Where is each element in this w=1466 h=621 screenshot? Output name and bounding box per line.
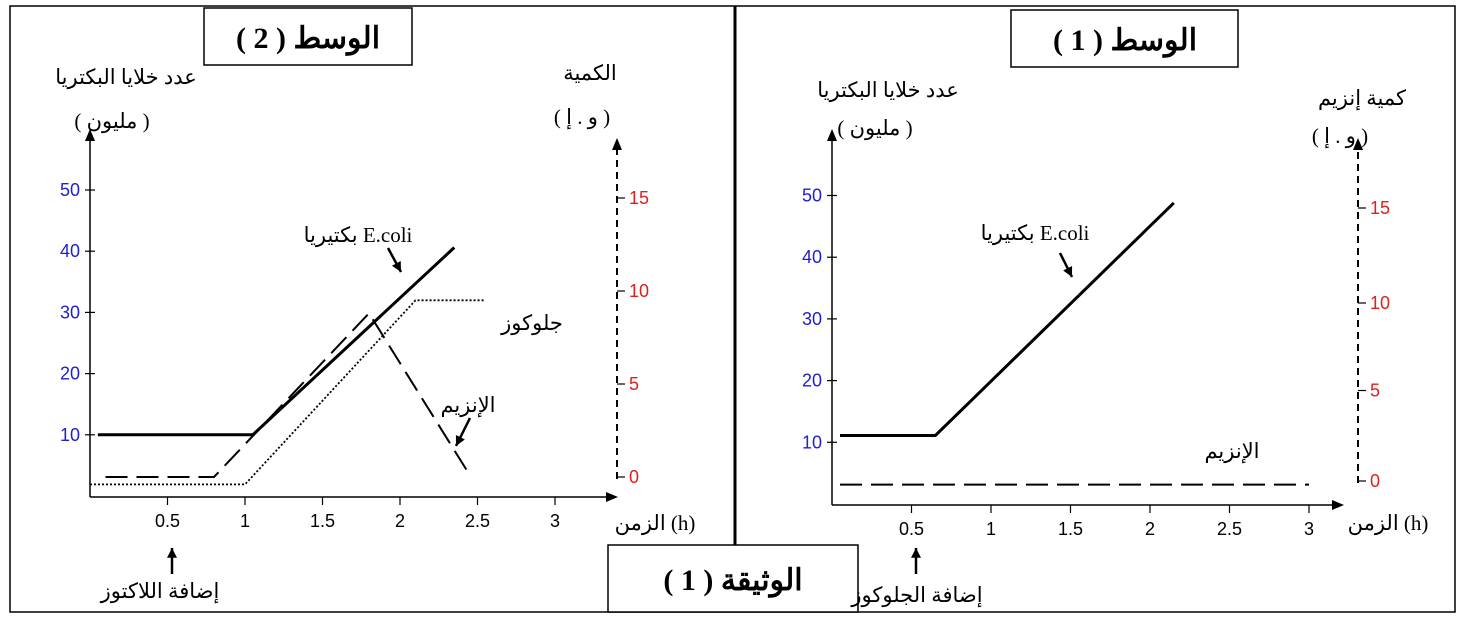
chart-title: الوسط ( 2 ) <box>236 22 380 56</box>
x-tick-label: 2 <box>1145 519 1155 539</box>
arrow-lactose-addition-head <box>167 548 177 558</box>
document-label: الوثيقة ( 1 ) <box>663 564 802 598</box>
y-right-tick-label: 5 <box>629 374 639 394</box>
y-left-tick-label: 40 <box>60 241 80 261</box>
annotation-ecoli: بكتيريا E.coli <box>981 221 1090 246</box>
y-left-axis-arrowhead <box>827 129 837 141</box>
title-box <box>203 7 413 66</box>
y-left-tick-label: 10 <box>60 425 80 445</box>
y-right-tick-label: 5 <box>1370 381 1380 401</box>
arrow-enzyme-head <box>455 435 465 446</box>
x-tick-label: 2.5 <box>465 511 490 531</box>
y-right-tick-label: 15 <box>629 188 649 208</box>
y-left-tick-label: 40 <box>802 247 822 267</box>
x-tick-label: 2.5 <box>1217 519 1242 539</box>
document-label-box: الوثيقة ( 1 ) <box>607 544 859 613</box>
annotation-lactose-addition: إضافة اللاكتوز <box>100 579 220 604</box>
arrow-glucose-addition-head <box>911 548 921 558</box>
x-axis-label: الزمن (h) <box>615 511 696 536</box>
series-line-0 <box>97 246 456 437</box>
plot-area: 0.5 1 1.5 2 2.5 3 10 20 30 40 50 0 5 15 10 <box>802 129 1390 574</box>
y-left-tick-label: 30 <box>802 309 822 329</box>
y-left-axis-arrowhead <box>85 129 95 141</box>
annotation-glucose-addition: إضافة الجلوكوز <box>850 583 982 608</box>
x-axis-arrowhead <box>606 492 618 502</box>
y-right-label-line1: كمية إنزيم <box>1318 86 1406 111</box>
chart-panel-medium-1: الوسط ( 1 ) عدد خلايا البكتريا ( مليون )… <box>802 9 1429 608</box>
x-tick-label: 0.5 <box>155 511 180 531</box>
annotation-ecoli: بكتيريا E.coli <box>304 223 413 248</box>
y-right-tick-label: 10 <box>1370 293 1390 313</box>
x-axis-arrowhead <box>1332 500 1344 510</box>
y-left-label-line1: عدد خلايا البكتريا <box>55 65 197 90</box>
y-left-tick-label: 20 <box>802 371 822 391</box>
x-tick-label: 1 <box>986 519 996 539</box>
annotation-enzyme: الإنزيم <box>1204 439 1259 464</box>
y-left-tick-label: 10 <box>802 432 822 452</box>
title-box <box>1010 9 1239 68</box>
x-tick-label: 3 <box>550 511 560 531</box>
x-tick-label: 3 <box>1304 519 1314 539</box>
chart-panel-medium-2: الوسط ( 2 ) عدد خلايا البكتريا ( مليون )… <box>55 7 696 604</box>
y-left-tick-label: 50 <box>60 180 80 200</box>
y-right-tick-label: 15 <box>1370 198 1390 218</box>
y-left-tick-label: 30 <box>60 302 80 322</box>
y-left-label-line2: ( مليون ) <box>837 116 912 141</box>
series-line-2 <box>105 311 471 478</box>
x-tick-label: 0.5 <box>899 519 924 539</box>
y-left-label-line1: عدد خلايا البكتريا <box>817 78 959 103</box>
x-tick-label: 2 <box>395 511 405 531</box>
x-axis-label: الزمن (h) <box>1348 511 1429 536</box>
y-right-tick-label: 10 <box>629 281 649 301</box>
arrow-ecoli-head <box>1063 266 1073 277</box>
y-left-tick-label: 50 <box>802 186 822 206</box>
series-line-0 <box>840 201 1175 437</box>
chart-title: الوسط ( 1 ) <box>1053 24 1197 58</box>
plot-area: 0.5 1 1.5 2 2.5 3 10 20 30 40 50 0 5 10 15 <box>60 129 649 574</box>
series-line-1 <box>90 299 486 486</box>
x-tick-label: 1 <box>240 511 250 531</box>
annotation-enzyme: الإنزيم <box>440 393 495 418</box>
y-right-label-line1: الكمية <box>563 61 617 85</box>
y-right-axis-arrowhead <box>612 138 622 150</box>
x-tick-label: 1.5 <box>1058 519 1083 539</box>
x-tick-label: 1.5 <box>310 511 335 531</box>
annotation-glucose: جلوكوز <box>500 311 563 336</box>
arrow-ecoli-head <box>391 261 401 272</box>
y-right-label-line2: ( و . إ ) <box>554 105 610 130</box>
y-left-tick-label: 20 <box>60 364 80 384</box>
y-left-label-line2: ( مليون ) <box>74 109 149 134</box>
y-right-tick-label: 0 <box>1370 471 1380 491</box>
y-right-tick-label: 0 <box>629 467 639 487</box>
y-right-axis-arrowhead <box>1353 138 1363 150</box>
